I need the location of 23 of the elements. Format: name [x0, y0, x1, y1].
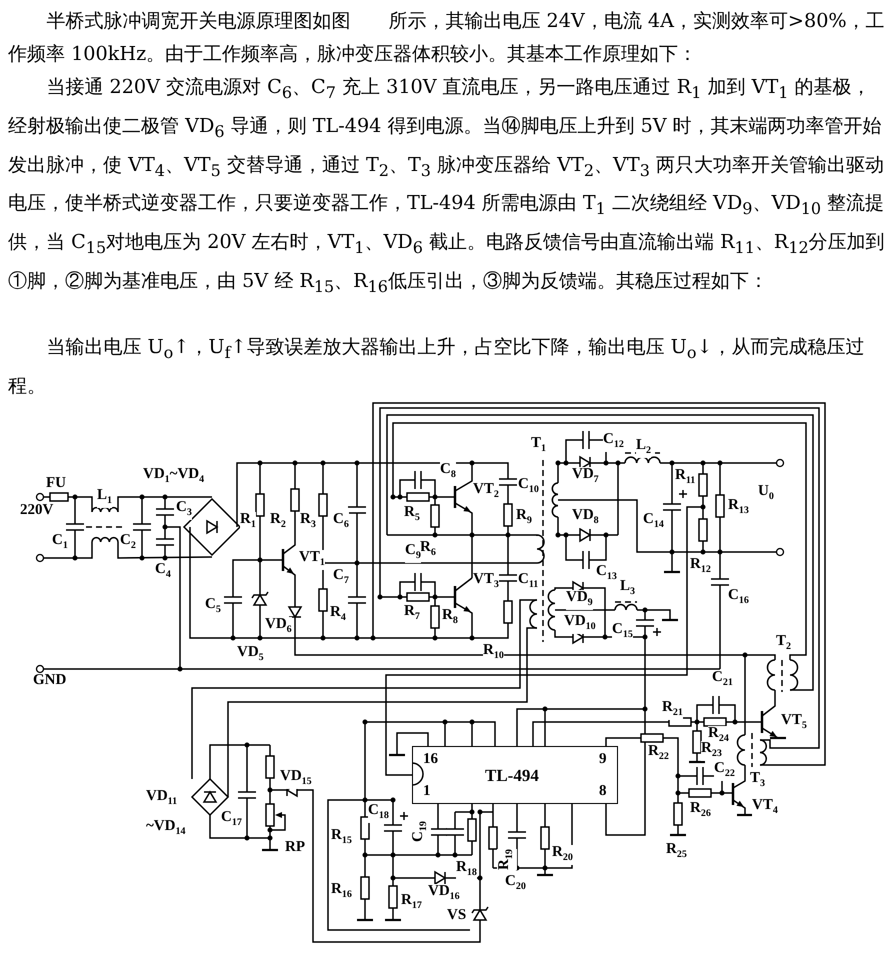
component-label: R$_{20}$: [552, 845, 573, 865]
component-label: C$_{18}$: [368, 803, 389, 823]
pin-number: 1: [423, 784, 430, 799]
paragraph: 半桥式脉冲调宽开关电源原理图如图 所示，其输出电压 24V，电流 4A，实测效率可>80%，工作频率 100kHz。由于工作频率高，脉冲变压器体积较小。其基本工作原理如下：: [8, 8, 886, 67]
component-label: C$_{9}$: [405, 543, 421, 563]
component-label: VT$_{4}$: [752, 798, 778, 818]
component-label: T$_{1}$: [531, 436, 546, 456]
chip-label: TL-494: [485, 768, 539, 783]
paragraph: 当输出电压 U$_{o}$↑，U$_{f}$↑导致误差放大器输出上升，占空比下降，输出电压 U$_{o}$↓，从而完成稳压过程。: [8, 334, 866, 399]
pin-number: 8: [599, 784, 606, 799]
pin-number: 16: [423, 752, 438, 767]
component-label: VT$_{1}$: [299, 550, 325, 570]
component-label: R$_{18}$: [456, 860, 477, 880]
pin-number: 9: [599, 752, 606, 767]
component-label: L$_{1}$: [97, 488, 112, 508]
component-label: R$_{23}$: [701, 741, 722, 761]
component-label: R$_{21}$: [662, 700, 683, 720]
ic-box: [412, 746, 618, 804]
component-label: C$_{3}$: [176, 500, 192, 520]
paragraph: 当接通 220V 交流电源对 C$_{6}$、C$_{7}$ 充上 310V 直流电压，另一路电压通过 R$_{1}$ 加到 VT$_{1}$ 的基极，经射极输出使二极管 VD$_{6}$ 导通，则 TL-494 得到电源。当⑭脚电压上升到 5V 时，其末端两功率管开始发出脉冲，使 VT$_{4}$、VT$_{5}$ 交替导通，通过 T$_{2}$、T$_{3}$ 脉冲变压器给 VT$_{2}$、VT$_{3}$ 两只大功率开关管输出驱动电压，使半桥式逆变器工作，只要逆变器工作，TL-494 所需电源由 T$_{1}$ 二次绕组经 VD$_{9}$、VD$_{10}$ 整流提供，当 C$_{15}$对地电压为 20V 左右时，VT$_{1}$、VD$_{6}$ 截止。电路反馈信号由直流输出端 R$_{11}$、R$_{12}$分压加到①脚，②脚为基准电压，由 5V 经 R$_{15}$、R$_{16}$低压引出，③脚为反馈端。其稳压过程如下：: [8, 74, 886, 298]
component-label: C$_{22}$: [714, 761, 735, 781]
component-label: L$_{2}$: [636, 438, 652, 458]
component-label: C$_{12}$: [603, 432, 624, 452]
